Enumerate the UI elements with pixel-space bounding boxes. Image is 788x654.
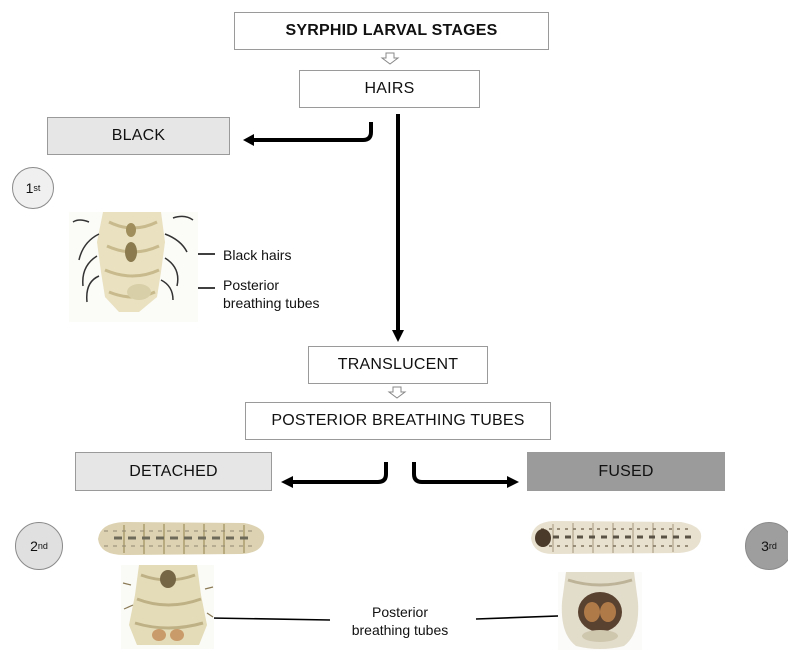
title-text: SYRPHID LARVAL STAGES: [286, 22, 498, 40]
label-posterior-1st: Posterior breathing tubes: [223, 276, 320, 312]
hairs-label: HAIRS: [365, 80, 415, 98]
arrow-tubes-to-fused: [414, 462, 508, 482]
label-black-hairs-text: Black hairs: [223, 247, 291, 263]
larva-2nd-dorsal-photo: [94, 517, 268, 559]
posterior-tubes-box: POSTERIOR BREATHING TUBES: [245, 402, 551, 440]
translucent-label: TRANSLUCENT: [338, 356, 458, 374]
larva-1st-photo: [69, 212, 198, 322]
stage-1st-number: 1: [26, 180, 34, 196]
larva-3rd-dorsal-photo: [527, 516, 705, 558]
stage-2nd-number: 2: [30, 538, 38, 554]
fused-label: FUSED: [598, 463, 653, 481]
stage-3rd-suffix: rd: [769, 541, 777, 551]
fused-box: FUSED: [527, 452, 725, 491]
detached-label: DETACHED: [129, 463, 217, 481]
arrow-tubes-to-detached: [292, 462, 386, 482]
label-posterior-bottom-line1: Posterior: [330, 603, 470, 621]
arrowhead-detached: [281, 476, 293, 488]
label-black-hairs: Black hairs: [223, 246, 291, 264]
arrow-hairs-to-black: [252, 122, 371, 140]
posterior-tubes-label: POSTERIOR BREATHING TUBES: [271, 412, 524, 430]
black-box: BLACK: [47, 117, 230, 155]
arrowhead-fused: [507, 476, 519, 488]
label-posterior-bottom: Posterior breathing tubes: [330, 603, 470, 639]
stage-1st-suffix: st: [33, 183, 40, 193]
stage-2nd-suffix: nd: [38, 541, 48, 551]
stage-3rd-number: 3: [761, 538, 769, 554]
hollow-arrow-title-hairs: [382, 53, 398, 64]
larva-2nd-posterior-photo: [121, 565, 214, 649]
pointer-posterior-2nd: [210, 618, 330, 620]
translucent-box: TRANSLUCENT: [308, 346, 488, 384]
title-box: SYRPHID LARVAL STAGES: [234, 12, 549, 50]
arrowhead-black: [243, 134, 254, 146]
hollow-arrow-translucent-tubes: [389, 387, 405, 398]
larva-3rd-posterior-photo: [558, 572, 642, 650]
black-label: BLACK: [112, 127, 165, 145]
arrowhead-translucent: [392, 330, 404, 342]
label-posterior-1st-line2: breathing tubes: [223, 294, 320, 312]
label-posterior-1st-line1: Posterior: [223, 276, 320, 294]
label-posterior-bottom-line2: breathing tubes: [330, 621, 470, 639]
hairs-box: HAIRS: [299, 70, 480, 108]
detached-box: DETACHED: [75, 452, 272, 491]
